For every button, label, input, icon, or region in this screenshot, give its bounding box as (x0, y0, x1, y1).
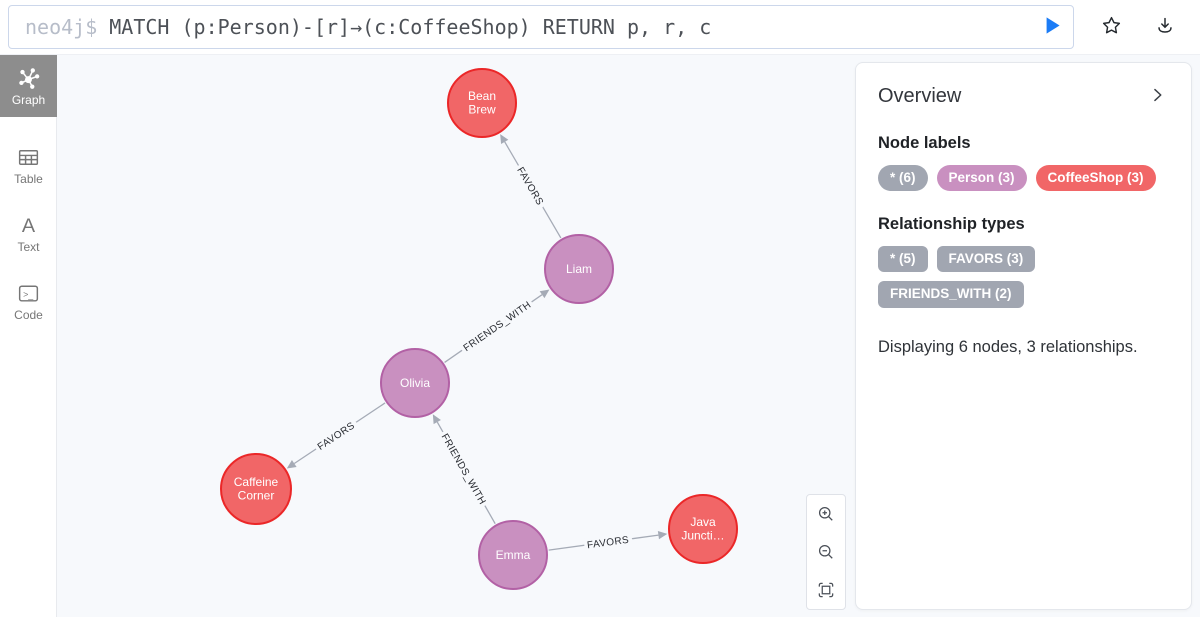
zoom-out-icon (816, 542, 836, 562)
relationship-label[interactable]: FAVORS (312, 417, 360, 457)
table-icon (16, 145, 41, 170)
zoom-in-button[interactable] (807, 495, 845, 533)
arrowhead (286, 459, 297, 469)
relationship-type-pills: * (5) FAVORS (3) FRIENDS_WITH (2) (878, 246, 1169, 308)
relationship-label[interactable]: FRIENDS_WITH (458, 296, 537, 358)
download-icon (1154, 15, 1176, 40)
zoom-to-fit-button[interactable] (807, 571, 845, 609)
node-label-pill[interactable]: Person (3) (936, 165, 1027, 192)
node-label-pills: * (6) Person (3) CoffeeShop (3) (878, 165, 1169, 192)
graph-node-bean-brew[interactable] (447, 68, 517, 138)
relationship-edge[interactable] (548, 534, 659, 551)
query-text: MATCH (p:Person)-[r]→(c:CoffeeShop) RETU… (109, 15, 712, 39)
node-label-pill[interactable]: CoffeeShop (3) (1035, 165, 1156, 192)
view-tab-label: Table (14, 171, 43, 186)
panel-title: Overview (878, 85, 962, 107)
graph-canvas[interactable]: FAVORS FRIENDS_WITH FAVORS FRIENDS_WITH FAVO… (57, 55, 1200, 617)
collapse-panel-button[interactable] (1145, 83, 1169, 110)
zoom-to-fit-icon (816, 580, 836, 600)
graph-visualization[interactable]: FAVORS FRIENDS_WITH FAVORS FRIENDS_WITH FAVO… (57, 55, 1200, 617)
graph-node-liam[interactable] (544, 234, 614, 304)
arrowhead (500, 134, 509, 144)
view-tab-label: Text (17, 239, 40, 254)
view-tab-label: Code (14, 307, 43, 322)
zoom-controls (806, 494, 846, 610)
relationship-label[interactable]: FAVORS (511, 162, 549, 211)
relationship-type-pill[interactable]: * (5) (878, 246, 928, 273)
relationship-edge[interactable] (293, 402, 386, 465)
relationship-type-pill[interactable]: FAVORS (3) (936, 246, 1036, 273)
node-label-pill[interactable]: * (6) (878, 165, 928, 192)
text-icon: A (16, 213, 41, 238)
zoom-out-button[interactable] (807, 533, 845, 571)
star-icon (1100, 14, 1123, 40)
graph-node-olivia[interactable] (380, 348, 450, 418)
chevron-right-icon (1147, 85, 1167, 108)
view-tab-label: Graph (11, 93, 46, 107)
play-icon (1039, 13, 1065, 42)
arrowhead (432, 414, 441, 425)
graph-node-java-junction[interactable] (668, 494, 738, 564)
graph-node-emma[interactable] (478, 520, 548, 590)
view-tab-graph[interactable]: Graph (0, 55, 57, 117)
svg-text:A: A (22, 214, 36, 236)
relationship-types-heading: Relationship types (878, 215, 1025, 234)
run-query-button[interactable] (1037, 11, 1067, 44)
result-summary: Displaying 6 nodes, 3 relationships. (878, 337, 1138, 356)
view-tab-text[interactable]: A Text (0, 202, 57, 264)
relationship-edge[interactable] (436, 421, 496, 525)
favorite-button[interactable] (1098, 12, 1125, 42)
query-editor[interactable]: neo4j$ MATCH (p:Person)-[r]→(c:CoffeeSho… (8, 5, 1074, 49)
view-tab-code[interactable]: >_ Code (0, 270, 57, 332)
view-tab-table[interactable]: Table (0, 134, 57, 196)
zoom-in-icon (816, 504, 836, 524)
relationship-label[interactable]: FAVORS (583, 531, 633, 555)
node-labels-heading: Node labels (878, 134, 971, 152)
overview-panel: Overview Node labels * (6) Person (3) Coff… (855, 62, 1192, 610)
query-bar: neo4j$ MATCH (p:Person)-[r]→(c:CoffeeSho… (0, 0, 1200, 55)
query-prompt: neo4j$ (25, 15, 98, 39)
relationship-edge[interactable] (444, 294, 543, 363)
relationship-type-pill[interactable]: FRIENDS_WITH (2) (878, 281, 1024, 308)
code-icon: >_ (16, 281, 41, 306)
download-button[interactable] (1152, 13, 1178, 42)
graph-node-caffeine-corner[interactable] (220, 453, 292, 525)
arrowhead (657, 530, 668, 540)
graph-icon (16, 65, 42, 91)
arrowhead (539, 289, 550, 299)
svg-text:>_: >_ (23, 289, 34, 299)
relationship-label[interactable]: FRIENDS_WITH (435, 429, 491, 511)
relationship-edge[interactable] (504, 141, 562, 239)
